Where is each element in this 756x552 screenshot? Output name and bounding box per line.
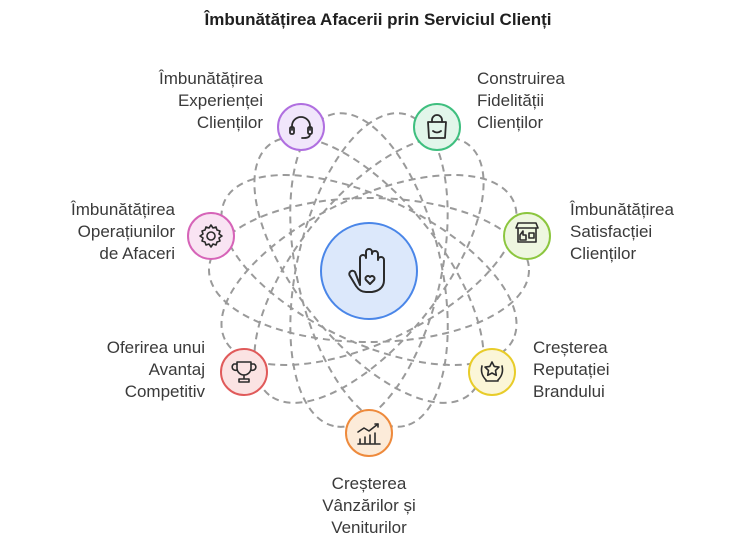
store-thumbs-up-icon	[515, 222, 539, 243]
node-circle	[345, 409, 393, 457]
label-line: Clienților	[570, 244, 637, 263]
diagram-title: Îmbunătățirea Afacerii prin Serviciul Cl…	[204, 10, 552, 29]
label-line: Satisfacției	[570, 222, 653, 241]
label-line: Îmbunătățirea	[159, 69, 263, 88]
label-line: Creșterea	[533, 338, 608, 357]
label-line: Operațiunilor	[77, 222, 175, 241]
node-operations	[187, 212, 235, 260]
orbit-ellipse	[289, 112, 449, 428]
gear-icon	[199, 224, 223, 248]
node-label-operations: Îmbunătățirea Operațiunilor de Afaceri	[71, 199, 175, 265]
label-line: Vânzărilor și	[322, 496, 416, 515]
node-circle	[277, 103, 325, 151]
node-sales	[345, 409, 393, 457]
center-node	[320, 222, 418, 320]
node-label-reputation: Creșterea Reputației Brandului	[533, 337, 610, 403]
node-satisfaction	[503, 212, 551, 260]
node-label-experience: Îmbunătățirea Experienței Clienților	[159, 68, 263, 134]
orbit-ellipse	[208, 197, 530, 343]
growth-chart-icon	[357, 423, 381, 445]
orbit-ellipse	[289, 112, 449, 428]
node-circle	[468, 348, 516, 396]
node-experience	[277, 103, 325, 151]
label-line: Experienței	[177, 91, 263, 110]
node-label-loyalty: Construirea Fidelității Clienților	[477, 68, 565, 134]
label-line: Avantaj	[148, 360, 205, 379]
label-line: Fidelității	[477, 91, 545, 110]
shopping-bag-icon	[427, 114, 447, 139]
node-advantage	[220, 348, 268, 396]
label-line: Îmbunătățirea	[71, 200, 175, 219]
label-line: Brandului	[533, 382, 605, 401]
node-circle	[503, 212, 551, 260]
node-loyalty	[413, 103, 461, 151]
node-label-advantage: Oferirea unui Avantaj Competitiv	[107, 337, 205, 403]
center-circle	[320, 222, 418, 320]
hand-heart-icon	[348, 248, 385, 293]
label-line: Îmbunătățirea	[570, 200, 674, 219]
label-line: Competitiv	[124, 382, 205, 401]
label-line: Clienților	[477, 113, 544, 132]
node-circle	[220, 348, 268, 396]
label-line: Veniturilor	[331, 518, 407, 537]
label-line: Reputației	[533, 360, 610, 379]
orbit-lines	[208, 112, 530, 428]
label-line: de Afaceri	[99, 244, 175, 263]
orbit-ellipse	[253, 136, 485, 404]
label-line: Construirea	[477, 69, 565, 88]
orbit-ellipse	[220, 174, 518, 366]
node-label-satisfaction: Îmbunătățirea Satisfacției Clienților	[570, 199, 674, 265]
trophy-icon	[231, 361, 257, 383]
node-label-sales: Creșterea Vânzărilor și Veniturilor	[294, 473, 444, 539]
node-circle	[187, 212, 235, 260]
label-line: Oferirea unui	[106, 338, 205, 357]
label-line: Clienților	[196, 113, 263, 132]
star-laurel-icon	[480, 361, 504, 382]
headset-icon	[289, 116, 313, 139]
node-circle	[413, 103, 461, 151]
label-line: Creșterea	[331, 474, 407, 493]
orbit-ellipse	[253, 136, 485, 404]
orbit-ellipse	[220, 174, 518, 366]
node-reputation	[468, 348, 516, 396]
